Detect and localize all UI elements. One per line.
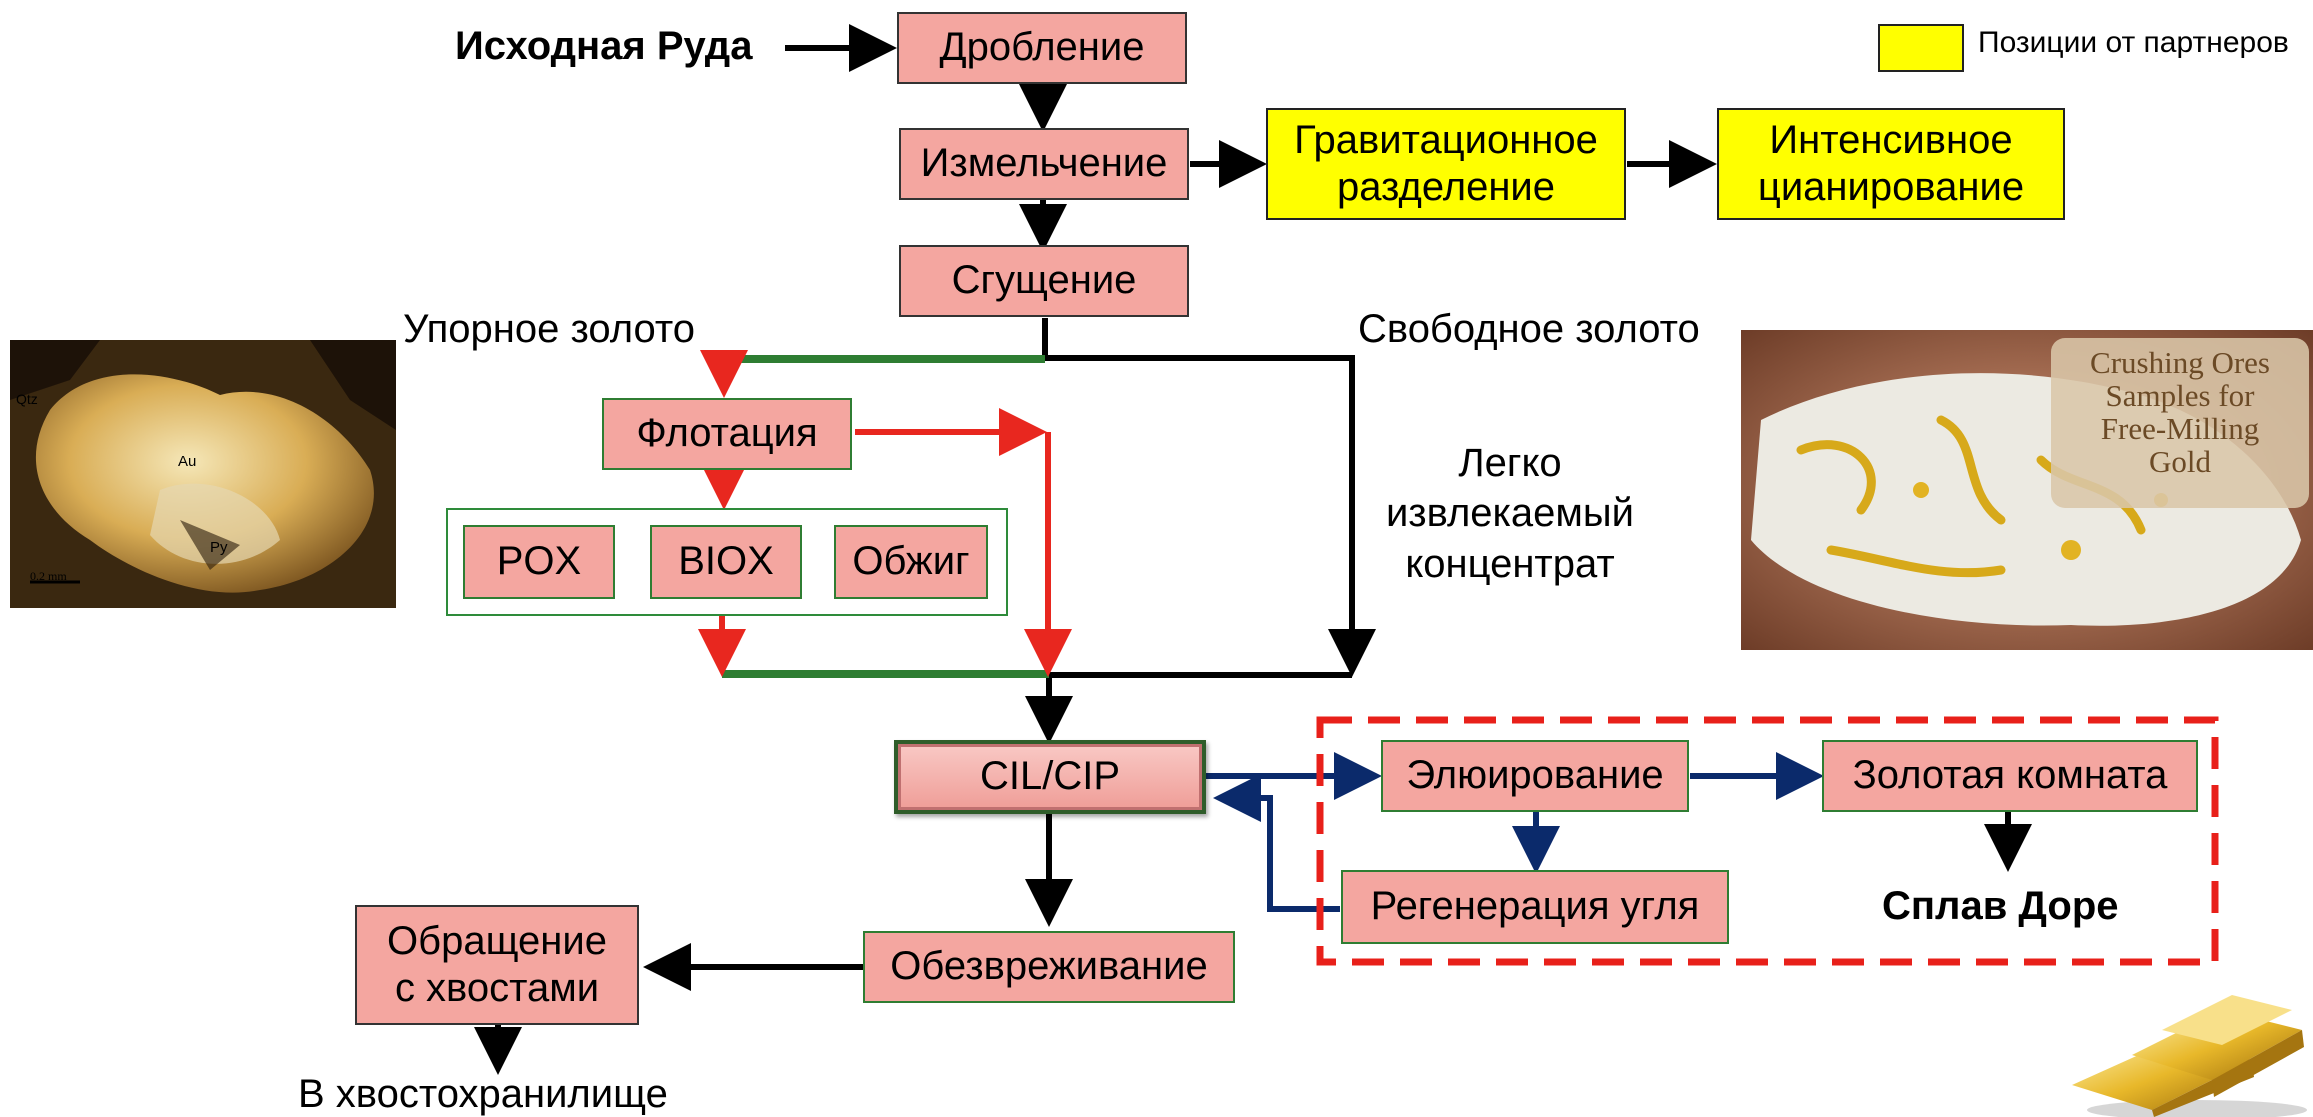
gold-quartz-sample-image: Crushing Ores Samples for Free-Milling G… [1741, 330, 2313, 650]
easy-concentrate-label: Легко извлекаемый концентрат [1385, 441, 1635, 586]
arrow-regen-to-cil [1213, 774, 1340, 912]
line-free-gold-branch [1045, 355, 1376, 677]
micrograph-label-au: Au [178, 453, 196, 470]
dore-label: Сплав Доре [1882, 884, 2119, 928]
step-roasting: Обжиг [834, 525, 988, 599]
to-tailings-facility-label: В хвостохранилище [298, 1072, 668, 1116]
micrograph-label-qtz: Qtz [16, 391, 38, 407]
free-gold-label: Свободное золото [1358, 307, 1700, 351]
sample-photo-caption: Crushing Ores Samples for Free-Milling G… [2090, 345, 2270, 479]
legend-swatch [1878, 24, 1964, 72]
step-carbon-regeneration: Регенерация угля [1341, 870, 1729, 944]
step-gravity-separation: Гравитационное разделение [1266, 108, 1626, 220]
step-tailings-handling: Обращение с хвостами [355, 905, 639, 1025]
step-biox: BIOX [650, 525, 802, 599]
input-ore-label: Исходная Руда [455, 24, 753, 68]
step-pox: POX [463, 525, 615, 599]
oxidation-options-group [446, 508, 1008, 616]
ore-micrograph-image: Qtz Au Py 0.2 mm [10, 340, 396, 608]
step-detoxification: Обезвреживание [863, 931, 1235, 1003]
gold-bars-icon [2062, 985, 2312, 1117]
step-elution: Элюирование [1381, 740, 1689, 812]
step-thickening: Сгущение [899, 245, 1189, 317]
dashed-scope-boundary [1316, 716, 2219, 966]
step-grinding: Измельчение [899, 128, 1189, 200]
micrograph-label-py: Py [210, 539, 228, 556]
step-gold-room: Золотая комната [1822, 740, 2198, 812]
step-flotation: Флотация [602, 398, 852, 470]
step-intensive-cyanidation: Интенсивное цианирование [1717, 108, 2065, 220]
micrograph-scale-bar: 0.2 mm [30, 569, 67, 583]
step-crushing: Дробление [897, 12, 1187, 84]
step-cil-cip: CIL/CIP [894, 740, 1206, 814]
refractory-gold-label: Упорное золото [403, 307, 695, 351]
legend-label: Позиции от партнеров [1978, 26, 2289, 59]
